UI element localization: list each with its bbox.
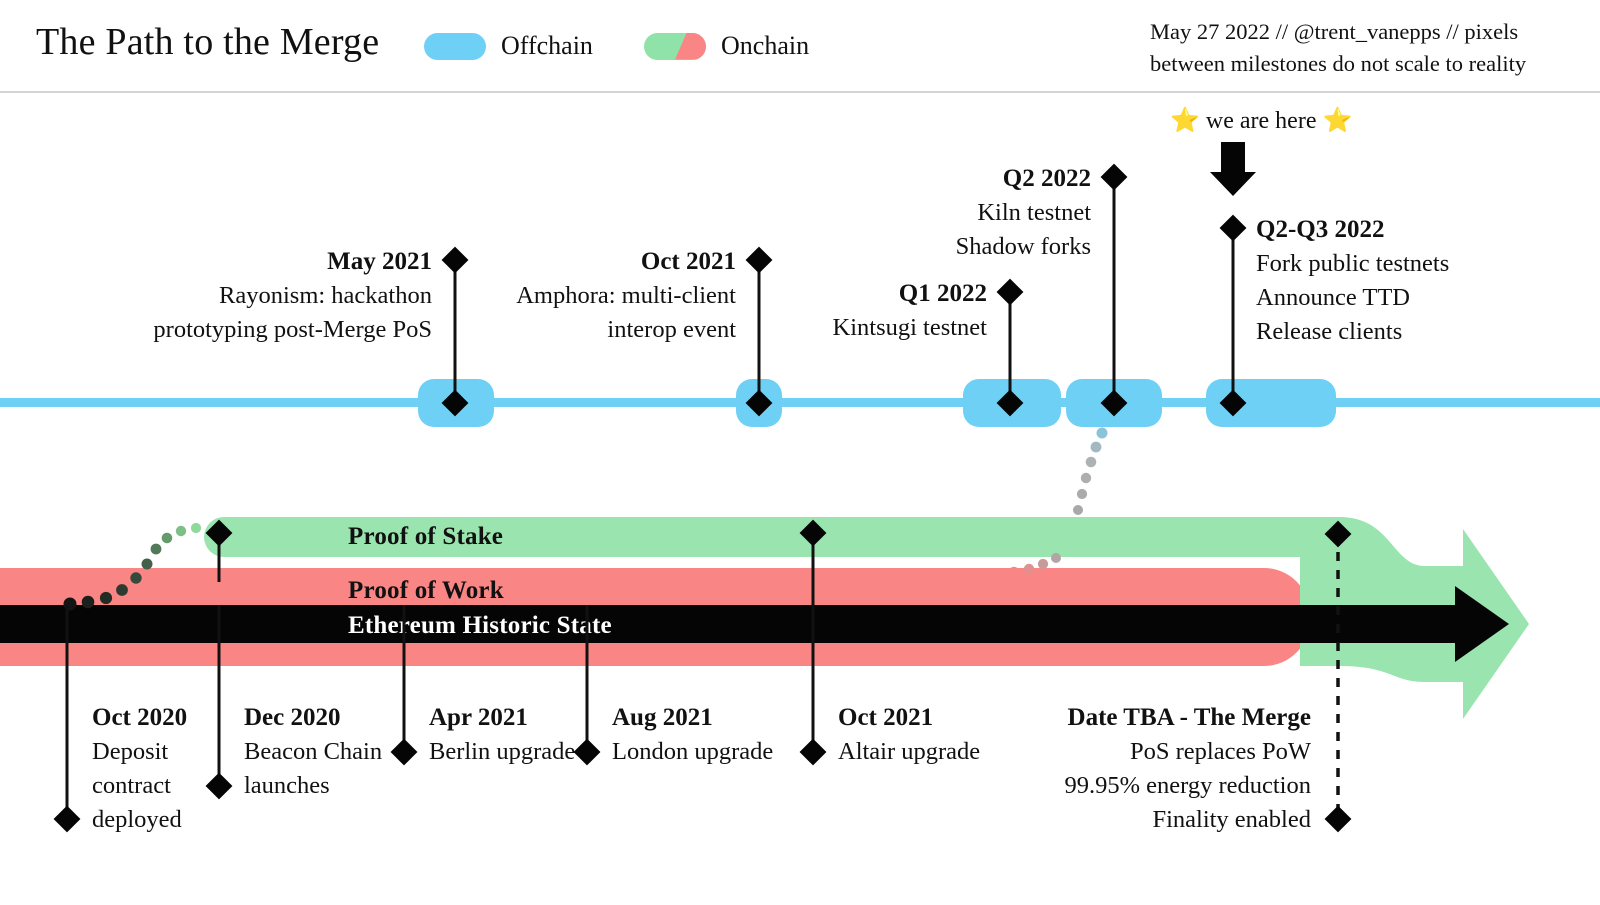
milestone-date: Q2 2022 <box>1002 165 1091 192</box>
milestone-diamond-bottom <box>1324 805 1352 833</box>
proof-of-stake-label: Proof of Stake <box>348 523 504 550</box>
milestone-line: prototyping post-Merge PoS <box>153 316 432 343</box>
star-icon-left: ⭐ <box>1170 108 1200 134</box>
milestone-stem <box>1231 228 1235 403</box>
legend-item-offchain: Offchain <box>424 31 593 61</box>
milestone-text: Q2 2022 Kiln testnet Shadow forks <box>956 162 1091 264</box>
milestone-line: Announce TTD <box>1256 284 1410 311</box>
we-are-here-label: we are here <box>1205 108 1317 134</box>
ethereum-historic-state-label: Ethereum Historic State <box>348 612 612 639</box>
milestone-diamond-bottom <box>573 738 601 766</box>
milestone-line: Rayonism: hackathon <box>219 282 432 309</box>
milestone-text: Apr 2021 Berlin upgrade <box>429 701 575 769</box>
credits-line-2: between milestones do not scale to reali… <box>1150 51 1527 76</box>
milestone-text: Oct 2021 Amphora: multi-client interop e… <box>516 245 736 347</box>
legend-label-offchain: Offchain <box>501 31 593 60</box>
onchain-swatch-icon <box>644 32 706 60</box>
milestone-stem <box>757 260 761 403</box>
milestone-date: Oct 2021 <box>640 248 736 275</box>
proof-of-stake-band <box>204 517 1339 557</box>
milestone-date: Oct 2021 <box>838 704 934 731</box>
dotted-trail-offchain-to-onchain <box>1073 414 1114 515</box>
milestone-line: 99.95% energy reduction <box>1064 772 1311 799</box>
milestone-text: Oct 2020 Deposit contract deployed <box>92 701 187 837</box>
milestone-line: contract <box>92 772 171 799</box>
milestone-diamond-top <box>1219 214 1247 242</box>
milestone-date: Oct 2020 <box>92 704 188 731</box>
we-are-here-annotation: ⭐ we are here ⭐ <box>1170 106 1352 135</box>
milestone-line: Fork public testnets <box>1256 250 1450 277</box>
milestone-diamond-bottom <box>799 738 827 766</box>
milestone-line: Finality enabled <box>1152 806 1311 833</box>
historic-state-arrowhead <box>1455 586 1509 662</box>
milestone-line: Kiln testnet <box>977 199 1091 226</box>
milestone-text: Date TBA - The Merge PoS replaces PoW 99… <box>1064 701 1311 837</box>
milestone-stem <box>811 533 815 752</box>
ethereum-historic-state-band <box>0 605 1460 643</box>
milestone-diamond-top <box>996 278 1024 306</box>
milestone-diamond-top <box>1100 163 1128 191</box>
milestone-line: deployed <box>92 806 182 833</box>
arrow-down-icon <box>1210 142 1256 196</box>
proof-of-work-label: Proof of Work <box>348 577 504 604</box>
page-title: The Path to the Merge <box>36 21 380 63</box>
credits-line-1: May 27 2022 // @trent_vanepps // pixels <box>1150 19 1519 44</box>
milestone-line: Amphora: multi-client <box>516 282 736 309</box>
milestone-stem <box>585 605 589 752</box>
milestone-stem <box>453 260 457 403</box>
legend-label-onchain: Onchain <box>721 31 810 60</box>
star-icon-right: ⭐ <box>1322 108 1353 134</box>
milestone-stem <box>217 530 221 582</box>
milestone-date: Apr 2021 <box>429 704 528 731</box>
milestone-stem <box>65 605 69 820</box>
milestone-text: Oct 2021 Altair upgrade <box>838 701 980 769</box>
milestone-text: Q1 2022 Kintsugi testnet <box>833 277 987 345</box>
milestone-diamond-top <box>745 246 773 274</box>
milestone-stem <box>1112 177 1116 403</box>
milestone-text: Aug 2021 London upgrade <box>612 701 773 769</box>
milestone-line: Berlin upgrade <box>429 738 576 765</box>
milestone-line: Altair upgrade <box>838 738 981 765</box>
milestone-text: Q2-Q3 2022 Fork public testnets Announce… <box>1256 213 1449 349</box>
offchain-swatch-icon <box>424 32 486 60</box>
milestone-date: Q2-Q3 2022 <box>1256 216 1385 243</box>
milestone-diamond-bottom <box>205 772 233 800</box>
legend-item-onchain: Onchain <box>644 31 809 61</box>
credits: May 27 2022 // @trent_vanepps // pixels … <box>1150 16 1570 80</box>
milestone-date: Aug 2021 <box>612 704 713 731</box>
milestone-stem <box>217 605 221 786</box>
milestone-diamond-bottom <box>53 805 81 833</box>
milestone-date: May 2021 <box>327 248 432 275</box>
milestone-stem <box>1008 292 1012 403</box>
milestone-line: Deposit <box>92 738 169 765</box>
milestone-line: Release clients <box>1256 318 1403 345</box>
milestone-diamond-top <box>441 246 469 274</box>
offchain-timeline-rail <box>0 398 1600 407</box>
milestone-line: interop event <box>607 316 736 343</box>
milestone-date: Date TBA - The Merge <box>1067 704 1311 731</box>
milestone-line: launches <box>244 772 330 799</box>
header: The Path to the Merge Offchain Onchain M… <box>0 0 1600 93</box>
milestone-line: Beacon Chain <box>244 738 383 765</box>
milestone-line: Shadow forks <box>955 233 1091 260</box>
milestone-text: Dec 2020 Beacon Chain launches <box>244 701 382 803</box>
milestone-date: Q1 2022 <box>898 280 987 307</box>
milestone-diamond-bottom <box>390 738 418 766</box>
milestone-date: Dec 2020 <box>244 704 341 731</box>
milestone-line: Kintsugi testnet <box>832 314 987 341</box>
milestone-text: May 2021 Rayonism: hackathon prototyping… <box>153 245 432 347</box>
milestone-line: PoS replaces PoW <box>1130 738 1311 765</box>
milestone-stem <box>402 605 406 752</box>
milestone-line: London upgrade <box>612 738 774 765</box>
